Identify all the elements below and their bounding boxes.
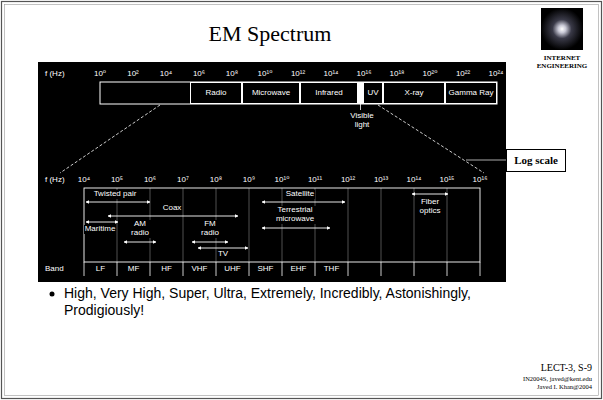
range-label: AM radio [128, 220, 152, 238]
frequency-tick: 10¹⁰ [274, 176, 291, 185]
spectrum-band: Infrared [300, 82, 358, 104]
range-label: Terrestrial microwave [270, 206, 320, 224]
spectrum-strip [100, 82, 497, 104]
band-label: HF [160, 265, 173, 274]
range-label: Twisted pair [93, 190, 138, 199]
band-label: LF [95, 265, 106, 274]
frequency-tick: 10⁷ [176, 176, 190, 185]
footer-text: Javed I. Khan@2004 [537, 383, 592, 390]
frequency-tick: 10² [126, 70, 140, 79]
band-label: MF [127, 265, 141, 274]
callout-text: Log scale [514, 154, 558, 166]
frequency-tick: 10²⁰ [422, 70, 439, 79]
leader-line [360, 104, 361, 110]
frequency-tick: 10¹² [290, 70, 306, 79]
frequency-tick: 10²⁴ [488, 70, 505, 79]
decade-gridlines [117, 188, 447, 262]
axis-label: Band [44, 265, 65, 274]
frequency-tick: 10⁴ [77, 176, 91, 185]
footer-text: IN2004S, javed@kent.edu [523, 375, 592, 382]
frequency-tick: 10¹² [340, 176, 356, 185]
band-label: UHF [223, 265, 241, 274]
frequency-tick: 10¹⁴ [406, 176, 423, 185]
range-label: Maritime [84, 225, 117, 234]
band-label: EHF [290, 265, 308, 274]
frequency-tick: 10⁰ [93, 70, 107, 79]
zoom-line [60, 105, 160, 173]
band-name: Radio [206, 89, 227, 98]
callout-box: Log scale [506, 149, 566, 172]
band-ticks [84, 262, 480, 276]
frequency-tick: 10²² [455, 70, 471, 79]
range-label: Coax [162, 204, 183, 213]
region-label: Visible light [345, 112, 379, 130]
bullet-text: High, Very High, Super, Ultra, Extremely… [64, 285, 489, 319]
frequency-tick: 10¹⁵ [439, 176, 456, 185]
galaxy-logo [541, 8, 583, 50]
zoom-line [378, 105, 484, 173]
bullet-dot [50, 292, 55, 297]
spectrum-band: Microwave [242, 82, 300, 104]
spectrum-band: Gamma Ray [445, 82, 497, 104]
axis-label: f (Hz) [44, 70, 66, 79]
range-arrows [86, 194, 448, 248]
frequency-tick: 10⁶ [143, 176, 157, 185]
band-label: THF [323, 265, 341, 274]
frequency-tick: 10⁹ [242, 176, 256, 185]
band-name: UV [367, 89, 378, 98]
range-label: Fiber optics [415, 198, 445, 216]
frequency-tick: 10¹⁶ [472, 176, 489, 185]
frequency-tick: 10¹⁶ [356, 70, 373, 79]
frequency-tick: 10¹¹ [307, 176, 323, 185]
figure-panel [38, 62, 506, 282]
chart-box [84, 188, 480, 262]
spectrum-band: Radio [190, 82, 242, 104]
frequency-tick: 10⁸ [225, 70, 239, 79]
frequency-tick: 10⁸ [209, 176, 223, 185]
axis-label: f (Hz) [44, 176, 66, 185]
band-name: Infrared [315, 89, 343, 98]
frequency-tick: 10¹⁴ [323, 70, 340, 79]
band-label: VHF [191, 265, 209, 274]
spectrum-band: UV [363, 82, 383, 104]
range-label: TV [217, 250, 229, 259]
range-label: Satellite [285, 190, 315, 199]
spectrum-band: X-ray [383, 82, 445, 104]
frequency-tick: 10⁴ [159, 70, 173, 79]
band-name: Microwave [252, 89, 290, 98]
slide-frame [5, 5, 599, 396]
slide-title: EM Spectrum [209, 22, 332, 46]
footer-text: LECT-3, S-9 [541, 362, 592, 373]
band-name: Gamma Ray [449, 89, 494, 98]
frequency-tick: 10¹⁸ [389, 70, 406, 79]
frequency-tick: 10⁶ [192, 70, 206, 79]
range-label: FM radio [198, 220, 222, 238]
callout-leader [466, 160, 506, 161]
frequency-tick: 10¹⁰ [257, 70, 274, 79]
frequency-tick: 10¹³ [373, 176, 389, 185]
frequency-tick: 10⁵ [110, 176, 124, 185]
band-name: X-ray [404, 89, 423, 98]
band-label: SHF [257, 265, 275, 274]
logo-caption: INTERNET ENGINEERING [531, 54, 593, 70]
